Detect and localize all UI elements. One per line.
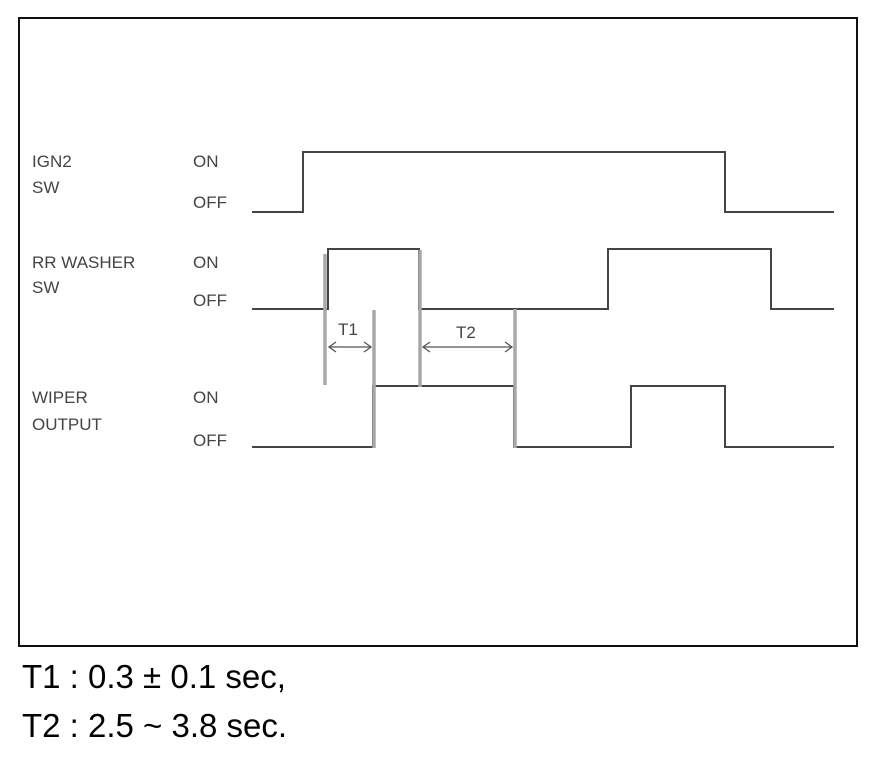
t2-spec-note: T2 : 2.5 ~ 3.8 sec. xyxy=(22,707,288,744)
t1-arrow xyxy=(327,341,373,353)
t1-label: T1 xyxy=(338,320,358,339)
ign2-sw-waveform xyxy=(252,151,834,213)
rr-washer-sw-off-label: OFF xyxy=(193,291,227,310)
wiper-output-label-line1: WIPER xyxy=(32,388,88,407)
rr-washer-sw-waveform xyxy=(252,248,834,310)
ign2-sw-on-label: ON xyxy=(193,152,219,171)
ign2-sw-label-line1: IGN2 xyxy=(32,152,72,171)
ign2-sw-off-label: OFF xyxy=(193,193,227,212)
t2-label: T2 xyxy=(456,323,476,342)
diagram-frame xyxy=(18,17,858,647)
wiper-output-off-label: OFF xyxy=(193,431,227,450)
ign2-sw-label-line2: SW xyxy=(32,178,59,197)
t2-arrow xyxy=(421,341,514,353)
wiper-output-label-line2: OUTPUT xyxy=(32,415,102,434)
wiper-output-on-label: ON xyxy=(193,388,219,407)
rr-washer-sw-label-line2: SW xyxy=(32,278,59,297)
rr-washer-sw-on-label: ON xyxy=(193,253,219,272)
t1-spec-note: T1 : 0.3 ± 0.1 sec, xyxy=(22,658,286,695)
rr-washer-sw-label-line1: RR WASHER xyxy=(32,253,135,272)
wiper-output-waveform xyxy=(252,385,834,448)
